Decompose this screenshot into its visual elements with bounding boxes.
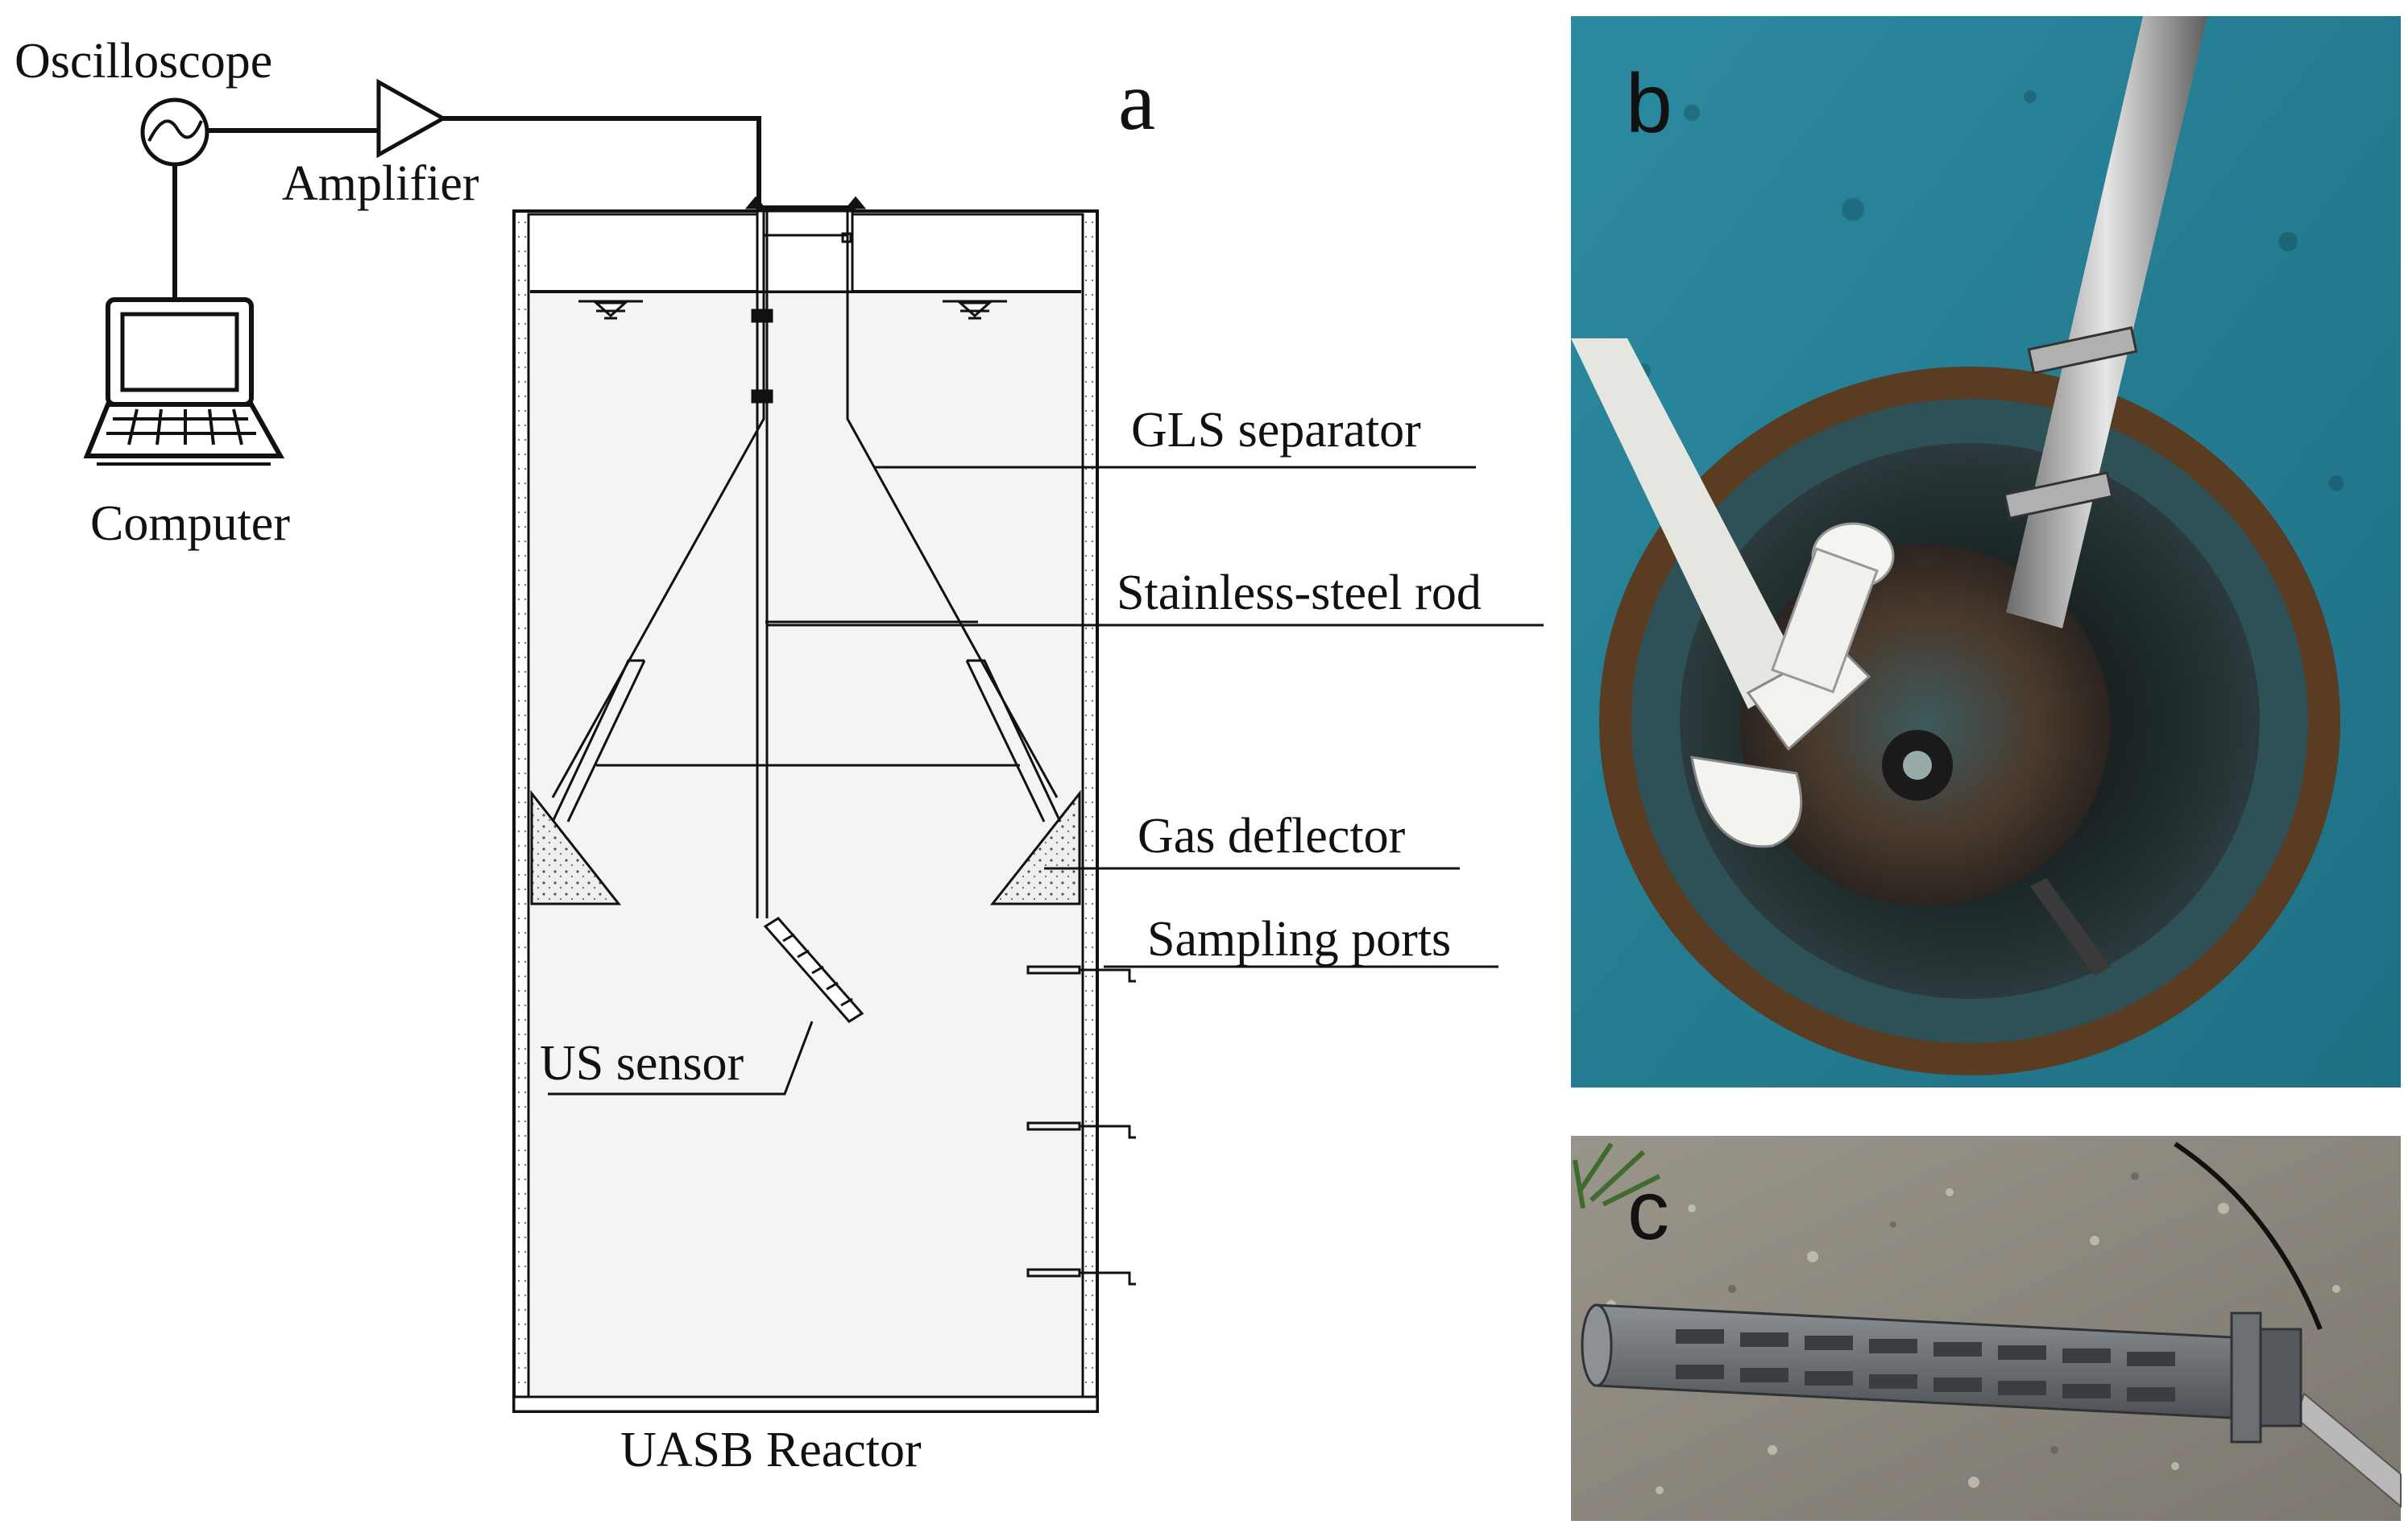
amplifier-icon (376, 78, 448, 159)
panel-c-letter: c (1627, 1164, 1669, 1257)
sampling-port-1 (1026, 965, 1136, 983)
panel-b-letter: b (1626, 57, 1672, 151)
panel-b-photo: b (1571, 16, 2401, 1088)
gas-deflector-left (530, 659, 646, 905)
gls-separator-label: GLS separator (1131, 403, 1421, 458)
water-level-mark-right (943, 300, 1007, 320)
panel-c-photo: c (1571, 1136, 2402, 1521)
sampling-ports-label: Sampling ports (1147, 912, 1451, 967)
leader-lines (548, 466, 1544, 1096)
sampling-port-3 (1026, 1268, 1136, 1286)
us-sensor (763, 917, 864, 1023)
amplifier-label: Amplifier (282, 156, 479, 211)
gas-deflector-label: Gas deflector (1138, 809, 1406, 864)
stainless-steel-rod (744, 196, 867, 918)
panel-a-schematic: Oscilloscope Amplifier Computer (15, 34, 1544, 1477)
us-sensor-label: US sensor (540, 1036, 744, 1091)
computer-icon (83, 297, 285, 466)
stainless-steel-rod-label: Stainless-steel rod (1117, 566, 1482, 620)
water-level-mark-left (578, 300, 643, 320)
sampling-port-2 (1026, 1121, 1136, 1139)
oscilloscope-label: Oscilloscope (15, 34, 272, 89)
computer-label: Computer (90, 496, 290, 551)
panel-a-letter: a (1118, 55, 1155, 147)
gas-deflector-right (965, 659, 1081, 905)
uasb-reactor-label: UASB Reactor (620, 1423, 922, 1477)
panel-c-sensor (1581, 1303, 2302, 1444)
uasb-reactor-vessel (512, 196, 1136, 1413)
